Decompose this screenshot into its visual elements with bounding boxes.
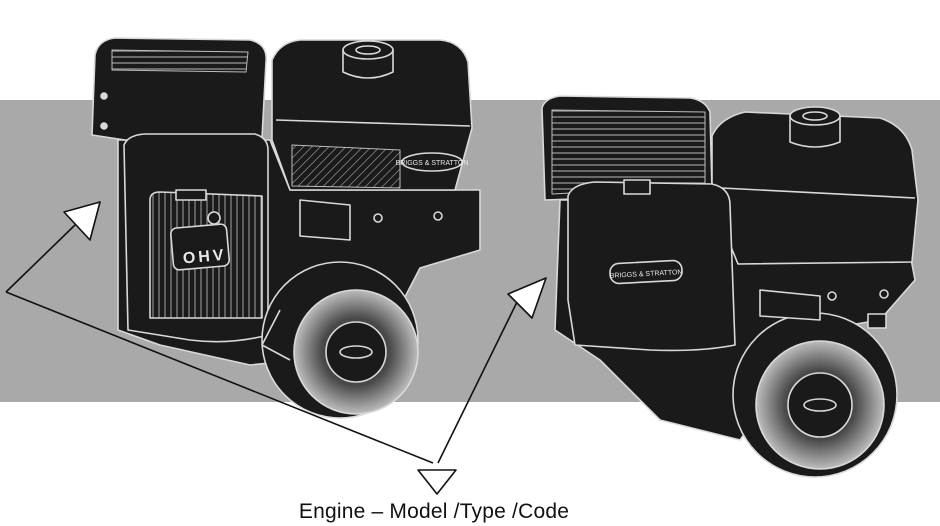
ohv-badge: OHV xyxy=(182,247,227,268)
caption-pointer-triangle xyxy=(417,469,457,495)
plate-logo-text-right: BRIGGS & STRATTON xyxy=(610,269,683,280)
engine-left: BRIGGS & STRATTON OHV xyxy=(91,37,481,419)
tank-logo-text-left: BRIGGS & STRATTON xyxy=(396,160,469,167)
tank-logo-left xyxy=(401,152,463,172)
engine-right: BRIGGS & STRATTON xyxy=(541,95,919,478)
pointer-arrow-right xyxy=(507,277,547,319)
fuel-tank-right xyxy=(711,111,919,265)
plate-logo-right xyxy=(609,259,683,285)
figure-caption: Engine – Model /Type /Code xyxy=(298,500,570,523)
pointer-arrow-left xyxy=(63,201,101,241)
callout-pointers xyxy=(5,201,547,495)
